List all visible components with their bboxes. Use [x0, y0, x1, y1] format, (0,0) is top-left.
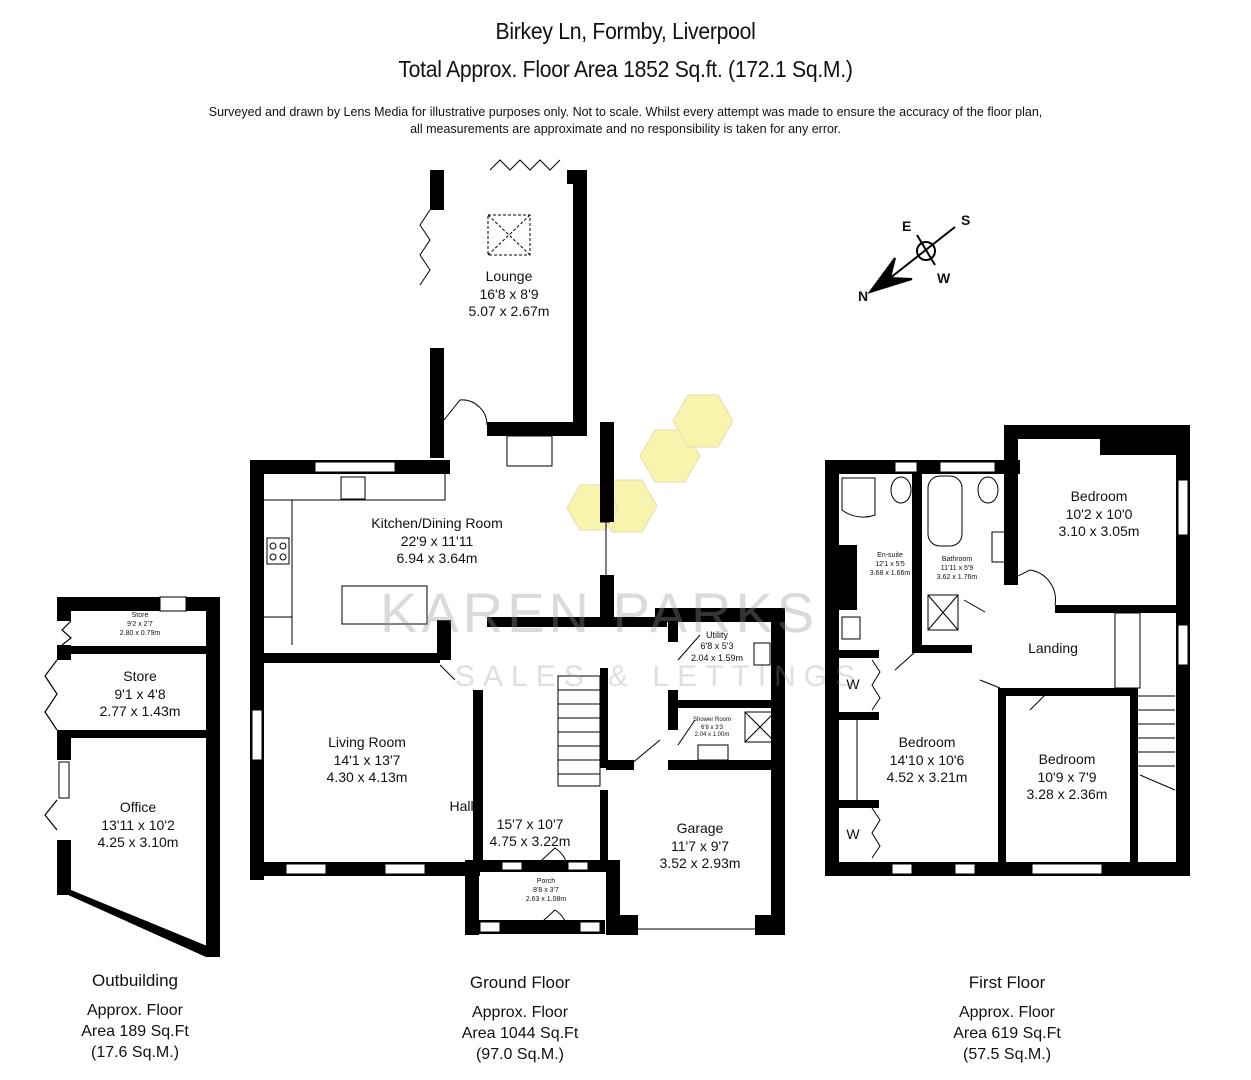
- room-label-garage: Garage 11'7 x 9'7 3.52 x 2.93m: [659, 820, 741, 871]
- room-label-utility: Utility 6'8 x 5'3 2.04 x 1.59m: [690, 630, 744, 663]
- room-label-shower-room: Shower Room 6'8 x 3'3 2.04 x 1.00m: [692, 717, 732, 738]
- floor-summary-outbuilding: Outbuilding Approx. Floor Area 189 Sq.Ft…: [81, 971, 189, 1061]
- room-label-office: Office 13'11 x 10'2 4.25 x 3.10m: [97, 799, 179, 850]
- disclaimer-line-1: Surveyed and drawn by Lens Media for ill…: [208, 105, 1043, 119]
- room-label-kitchen-dining: Kitchen/Dining Room 22'9 x 11'11 6.94 x …: [371, 515, 503, 566]
- room-label-bedroom-main: Bedroom 14'10 x 10'6 4.52 x 3.21m: [886, 734, 968, 785]
- first-floor-plan: [825, 425, 1190, 876]
- floor-summary-ground: Ground Floor Approx. Floor Area 1044 Sq.…: [461, 973, 579, 1063]
- compass-south: S: [961, 212, 971, 228]
- compass-west: W: [937, 270, 951, 286]
- outbuilding-plan: [57, 596, 220, 957]
- disclaimer: Surveyed and drawn by Lens Media for ill…: [0, 104, 1251, 138]
- compass-east: E: [902, 218, 912, 234]
- wardrobe-label: W: [846, 676, 860, 692]
- room-label-porch: Porch 8'8 x 3'7 2.63 x 1.08m: [525, 878, 567, 903]
- room-label-bedroom-front: Bedroom 10'9 x 7'9 3.28 x 2.36m: [1026, 751, 1108, 802]
- room-label-store-small: Store 9'2 x 2'7 2.80 x 0.79m: [119, 612, 161, 637]
- room-label-bedroom-rear: Bedroom 10'2 x 10'0 3.10 x 3.05m: [1058, 488, 1140, 539]
- floor-summary-first: First Floor Approx. Floor Area 619 Sq.Ft…: [953, 973, 1061, 1063]
- room-label-bathroom: Bathroom 11'11 x 5'9 3.62 x 1.76m: [936, 556, 978, 581]
- watermark-brand: KAREN PARKS: [380, 581, 819, 644]
- room-label-store: Store 9'1 x 4'8 2.77 x 1.43m: [99, 668, 181, 719]
- ground-floor-plan: [250, 170, 785, 935]
- room-label-lounge: Lounge 16'8 x 8'9 5.07 x 2.67m: [468, 268, 550, 319]
- total-floor-area: Total Approx. Floor Area 1852 Sq.ft. (17…: [398, 56, 853, 82]
- floor-name: Outbuilding: [91, 971, 178, 990]
- wardrobe-label: W: [846, 826, 860, 842]
- watermark-logo: [566, 394, 734, 533]
- floor-name: First Floor: [968, 973, 1046, 992]
- compass-rose: [867, 226, 956, 294]
- room-label-en-suite: En-suite 12'1 x 5'5 3.68 x 1.66m: [869, 552, 911, 577]
- floor-name: Ground Floor: [469, 973, 571, 992]
- compass-north: N: [858, 288, 869, 304]
- room-label-landing: Landing: [1028, 640, 1078, 656]
- disclaimer-line-2: all measurements are approximate and no …: [410, 122, 841, 136]
- property-address: Birkey Ln, Formby, Liverpool: [495, 18, 756, 44]
- room-label-living-room: Living Room 14'1 x 13'7 4.30 x 4.13m: [326, 734, 408, 785]
- watermark-tagline: SALES & LETTINGS: [455, 660, 864, 693]
- room-label-hall: Hall 15'7 x 10'7 4.75 x 3.22m: [449, 798, 571, 849]
